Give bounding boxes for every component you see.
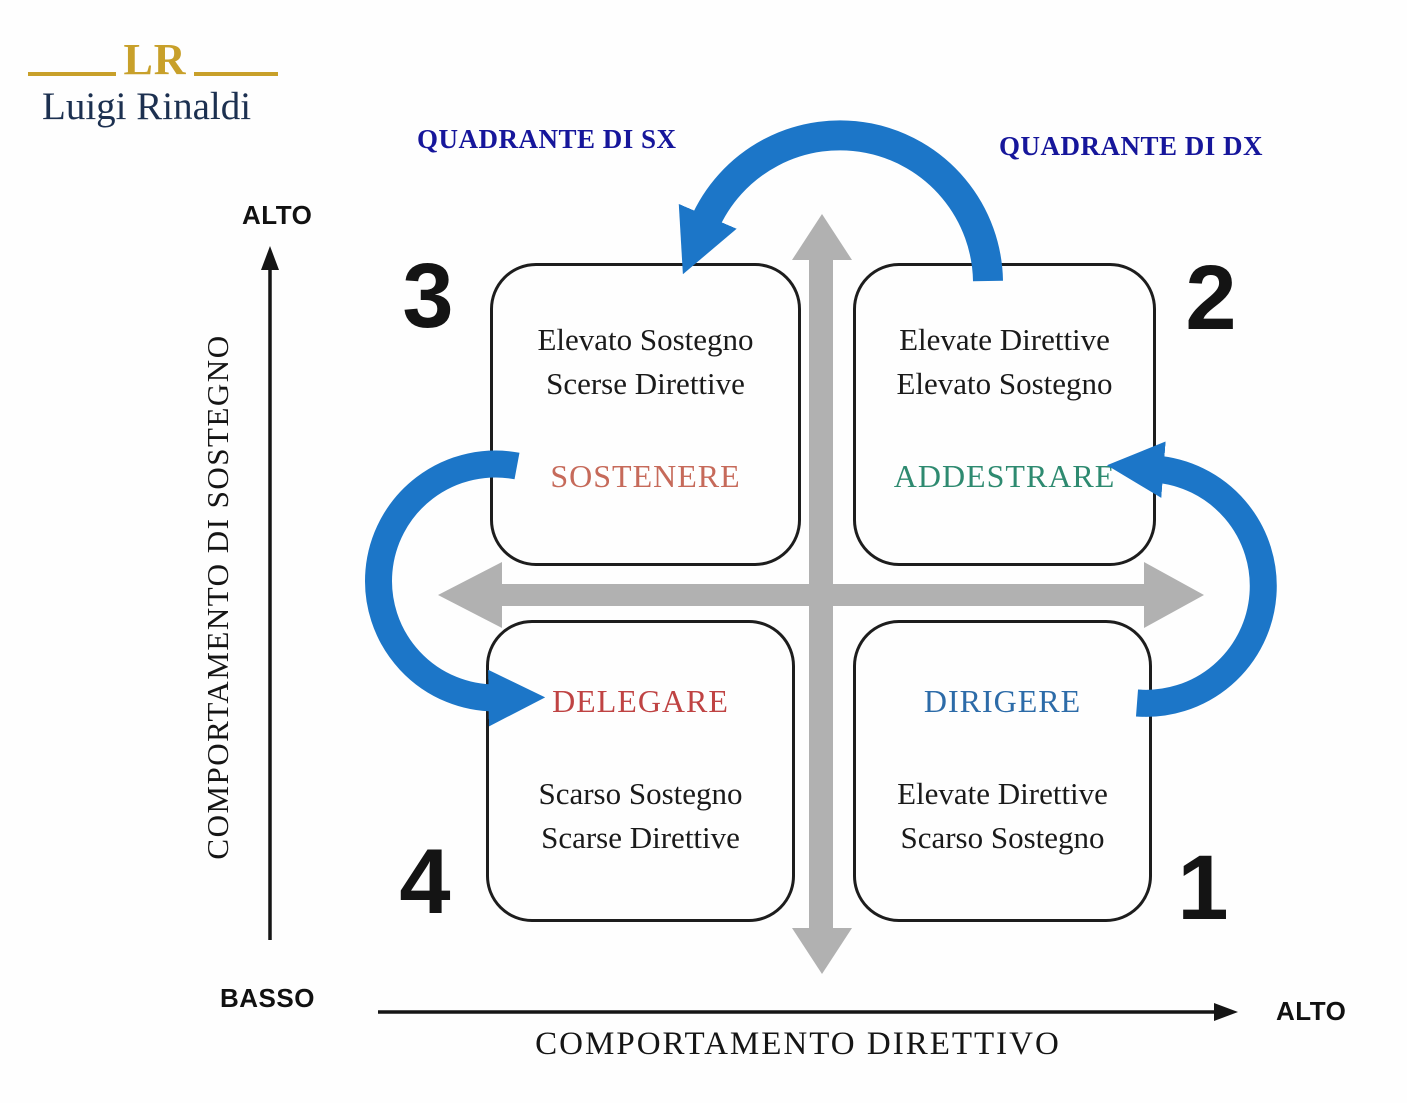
- behavior-line-1: Elevate Direttive: [899, 322, 1110, 357]
- behavior-line-1: Elevate Direttive: [897, 776, 1108, 811]
- strategy-label: ADDESTRARE: [893, 458, 1116, 495]
- behavior-description: Elevate Direttive Elevato Sostegno: [856, 318, 1153, 406]
- strategy-label: DELEGARE: [552, 683, 729, 719]
- strategy-label: SOSTENERE: [550, 458, 741, 495]
- quadrant-box-sostenere: Elevato Sostegno Scerse Direttive SOSTEN…: [490, 263, 801, 566]
- quadrant-number-4: 4: [399, 831, 451, 933]
- quadrant-number-3: 3: [402, 245, 454, 347]
- quadrant-number-2: 2: [1185, 247, 1237, 349]
- quadrant-box-dirigere: DIRIGERE Elevate Direttive Scarso Sosteg…: [853, 620, 1152, 922]
- x-axis-title: COMPORTAMENTO DIRETTIVO: [535, 1026, 1061, 1062]
- brand-rule-right: [194, 72, 278, 76]
- brand-initials: LR: [123, 35, 187, 84]
- behavior-description: Elevato Sostegno Scerse Direttive: [493, 318, 798, 406]
- brand-name: Luigi Rinaldi: [42, 85, 252, 128]
- right-quadrant-header: QUADRANTE DI DX: [999, 131, 1264, 161]
- x-axis-high-label: ALTO: [1276, 996, 1347, 1026]
- brand-rule-left: [28, 72, 116, 76]
- strategy-label: DIRIGERE: [923, 683, 1082, 719]
- behavior-description: Scarso Sostegno Scarse Direttive: [489, 772, 792, 860]
- behavior-line-1: Elevato Sostegno: [537, 322, 754, 357]
- cycle-arrow-top: [678, 120, 1003, 282]
- behavior-description: Elevate Direttive Scarso Sostegno: [856, 772, 1149, 860]
- behavior-line-2: Scerse Direttive: [546, 366, 745, 402]
- left-quadrant-header: QUADRANTE DI SX: [417, 124, 677, 154]
- behavior-line-2: Scarso Sostegno: [900, 820, 1105, 856]
- quadrant-box-delegare: DELEGARE Scarso Sostegno Scarse Direttiv…: [486, 620, 795, 922]
- quadrant-number-1: 1: [1177, 837, 1229, 939]
- behavior-line-1: Scarso Sostegno: [538, 776, 743, 811]
- quadrant-box-addestrare: Elevate Direttive Elevato Sostegno ADDES…: [853, 263, 1156, 566]
- y-axis-low-label: BASSO: [220, 983, 315, 1013]
- y-axis-high-label: ALTO: [242, 200, 313, 230]
- y-axis-arrow: [261, 246, 279, 940]
- x-axis-arrow: [378, 1003, 1238, 1021]
- behavior-line-2: Elevato Sostegno: [896, 366, 1113, 402]
- behavior-line-2: Scarse Direttive: [541, 820, 740, 856]
- y-axis-title: COMPORTAMENTO DI SOSTEGNO: [200, 334, 235, 860]
